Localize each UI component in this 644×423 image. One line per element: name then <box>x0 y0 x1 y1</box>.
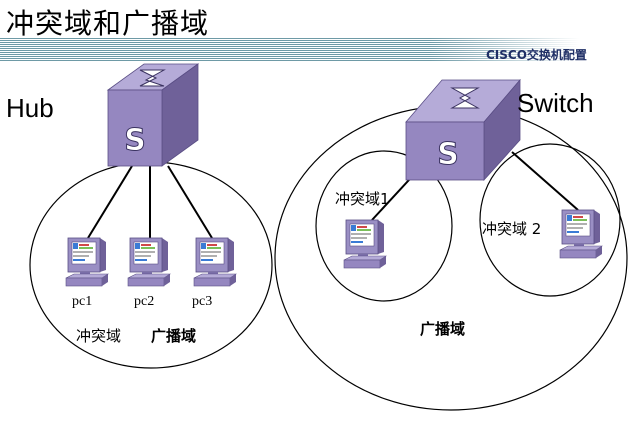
page-subtitle: CISCO交换机配置 <box>486 48 587 62</box>
hub-icon: S <box>106 63 200 167</box>
header-stripe-fade <box>430 38 644 62</box>
pc2-label: pc2 <box>134 294 154 309</box>
collision-domain-1-circle <box>315 150 453 302</box>
hub-link-pc3 <box>167 165 213 239</box>
pc2-computer-icon <box>127 237 171 287</box>
switch-broadcast-domain-label: 广播域 <box>420 320 465 338</box>
pc3-computer-icon <box>193 237 237 287</box>
collision-domain-1-computer-icon <box>343 219 387 269</box>
hub-broadcast-domain-label: 广播域 <box>151 327 196 345</box>
pc1-computer-icon <box>65 237 109 287</box>
hub-collision-domain-label: 冲突域 <box>76 327 121 345</box>
page-title: 冲突域和广播域 <box>6 7 210 40</box>
switch-label: Switch <box>517 88 594 118</box>
hub-label: Hub <box>6 93 54 123</box>
switch-link-pc-b <box>511 151 579 211</box>
switch-device-symbol: S <box>437 137 459 172</box>
pc1-label: pc1 <box>72 294 92 309</box>
collision-domain-1-label: 冲突域1 <box>335 190 390 208</box>
collision-domain-2-computer-icon <box>559 209 603 259</box>
collision-domain-2-circle <box>479 143 621 297</box>
pc3-label: pc3 <box>192 294 212 309</box>
hub-device-symbol: S <box>124 123 146 158</box>
collision-domain-2-label: 冲突域 2 <box>482 220 541 238</box>
hub-link-pc1 <box>87 165 133 239</box>
switch-icon: S <box>405 78 521 182</box>
